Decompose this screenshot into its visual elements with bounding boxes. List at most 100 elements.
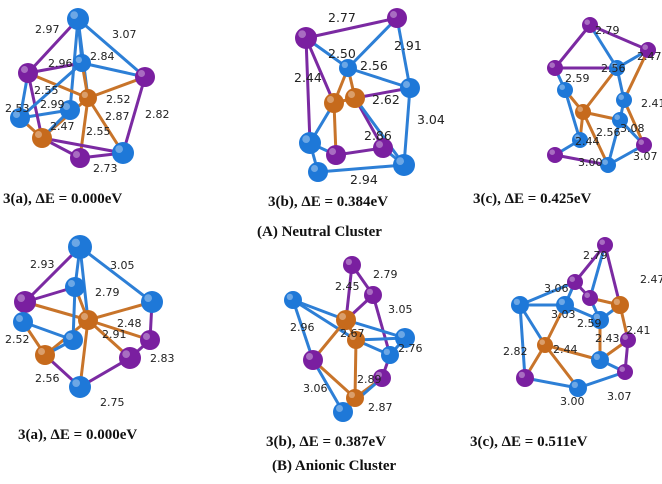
bond-length-label: 2.44	[294, 70, 322, 85]
atom-highlight	[311, 165, 318, 172]
bond-length-label: 2.56	[601, 62, 626, 75]
purple-atom	[387, 8, 407, 28]
atom-highlight	[539, 339, 545, 346]
atom-highlight	[398, 331, 405, 338]
bond-length-label: 3.00	[560, 395, 585, 408]
atom-highlight	[348, 91, 355, 98]
atom-highlight	[70, 11, 78, 19]
bond-length-label: 2.67	[340, 327, 365, 340]
blue-atom	[13, 312, 33, 332]
bond-length-label: 2.44	[575, 135, 600, 148]
blue-atom	[69, 376, 91, 398]
atom-highlight	[366, 288, 373, 295]
bond	[86, 300, 154, 322]
atom-highlight	[584, 292, 590, 299]
bond	[622, 48, 650, 102]
atom-highlight	[602, 159, 608, 165]
bond-length-label: 2.41	[641, 97, 662, 110]
bond	[78, 96, 90, 160]
atom-highlight	[593, 353, 600, 360]
blue-atom	[395, 328, 415, 348]
bond-length-label: 2.93	[30, 258, 55, 271]
bond	[26, 17, 80, 75]
bond-length-label: 2.73	[93, 162, 118, 175]
bond-length-label: 2.77	[328, 10, 356, 25]
atom-highlight	[577, 106, 583, 112]
orange-atom	[78, 310, 98, 330]
blue-atom	[609, 60, 625, 76]
blue-atom	[284, 291, 302, 309]
purple-atom	[547, 60, 563, 76]
bond	[402, 86, 412, 167]
purple-atom	[119, 347, 141, 369]
atom-highlight	[619, 366, 625, 373]
atom-highlight	[21, 66, 28, 73]
bond-length-label: 2.79	[373, 268, 398, 281]
bond	[40, 136, 125, 155]
bond-length-label: 3.06	[303, 382, 328, 395]
atom-highlight	[571, 381, 578, 388]
caption-anionic-3b: 3(b), ΔE = 0.387eV	[266, 434, 387, 450]
blue-atom	[73, 54, 91, 72]
bond-length-label: 3.06	[544, 282, 569, 295]
purple-atom	[14, 291, 36, 313]
orange-atom	[324, 93, 344, 113]
purple-atom	[617, 364, 633, 380]
atom-highlight	[38, 348, 45, 355]
bond-length-label: 2.86	[364, 128, 392, 143]
orange-atom	[345, 88, 365, 108]
purple-atom	[18, 63, 38, 83]
bond-length-label: 3.00	[578, 156, 603, 169]
section-title-anionic: (B) Anionic Cluster	[272, 458, 397, 474]
bond	[518, 280, 577, 307]
structure-neutral-3b: 2.772.912.502.562.442.623.042.862.94	[294, 8, 445, 187]
atom-highlight	[81, 91, 88, 98]
blue-atom	[112, 142, 134, 164]
atom-highlight	[17, 294, 25, 302]
purple-atom	[135, 67, 155, 87]
bond-length-label: 2.53	[5, 102, 30, 115]
atom-highlight	[122, 350, 130, 358]
bond-length-label: 2.41	[626, 324, 651, 337]
atom-highlight	[13, 111, 20, 118]
bond	[553, 23, 592, 70]
bond-length-label: 2.75	[100, 396, 125, 409]
blue-atom	[511, 296, 529, 314]
atom-highlight	[72, 379, 80, 387]
bond	[291, 298, 358, 342]
caption-anionic-3a: 3(a), ΔE = 0.000eV	[18, 427, 138, 443]
bond-length-label: 3.08	[620, 122, 645, 135]
bond-length-label: 2.84	[90, 50, 115, 63]
bond-length-label: 2.55	[86, 125, 111, 138]
bond-length-label: 2.50	[328, 46, 356, 61]
purple-atom	[303, 350, 323, 370]
purple-atom	[636, 137, 652, 153]
purple-atom	[326, 145, 346, 165]
bond	[311, 358, 345, 414]
purple-atom	[140, 330, 160, 350]
bond-length-label: 2.87	[368, 401, 393, 414]
bond	[563, 88, 582, 142]
atom-highlight	[345, 258, 352, 265]
atom-highlight	[593, 313, 600, 320]
bond	[346, 16, 399, 70]
bond-length-label: 2.43	[595, 332, 620, 345]
atom-highlight	[375, 371, 382, 378]
blue-atom	[67, 8, 89, 30]
atom-highlight	[302, 135, 310, 143]
purple-atom	[582, 17, 598, 33]
purple-atom	[516, 369, 534, 387]
atom-highlight	[614, 114, 620, 120]
bond-length-label: 3.03	[551, 308, 576, 321]
atom-highlight	[513, 298, 520, 305]
blue-atom	[556, 296, 574, 314]
bond	[353, 96, 406, 167]
bond-length-label: 3.07	[607, 390, 632, 403]
bond	[86, 318, 152, 342]
orange-atom	[347, 331, 365, 349]
atom-highlight	[115, 145, 123, 153]
bond-length-label: 2.79	[583, 249, 608, 262]
